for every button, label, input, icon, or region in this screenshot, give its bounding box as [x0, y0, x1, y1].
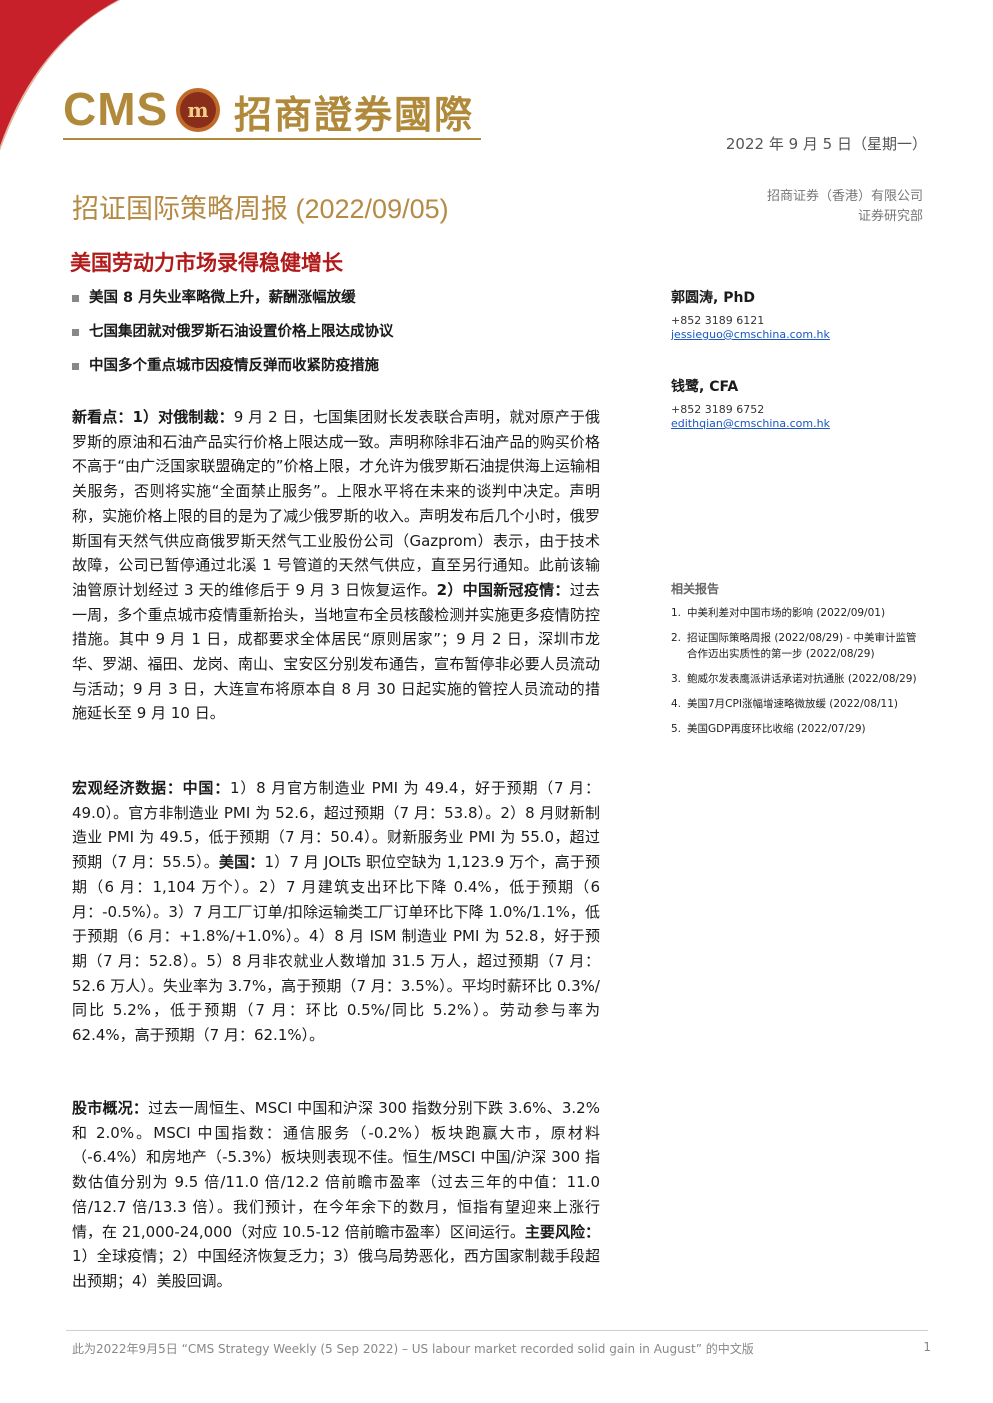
author-phone: +852 3189 6752: [671, 403, 765, 416]
related-report-item[interactable]: 5.美国GDP再度环比收缩 (2022/07/29): [671, 723, 866, 735]
bullet-square-icon: [72, 295, 79, 302]
logo-chinese: 招商證券國際: [234, 93, 475, 137]
company-info: 招商证券（香港）有限公司 证券研究部: [767, 187, 923, 227]
related-report-item[interactable]: 1.中美利差对中国市场的影响 (2022/09/01): [671, 607, 886, 619]
logo-cms: CMS: [63, 83, 169, 135]
related-report-item[interactable]: 2.招证国际策略周报 (2022/08/29) - 中美审计监管合作迈出实质性的…: [671, 632, 917, 660]
corner-accent: [0, 0, 120, 150]
related-report-item[interactable]: 4.美国7月CPI涨幅增速略微放缓 (2022/08/11): [671, 698, 898, 710]
related-reports-list: 1.中美利差对中国市场的影响 (2022/09/01) 2.招证国际策略周报 (…: [671, 605, 921, 746]
us-label: 美国：: [218, 853, 265, 872]
risk-label: 主要风险：: [524, 1222, 600, 1241]
related-report-item[interactable]: 3.鲍威尔发表鹰派讲话承诺对抗通胀 (2022/08/29): [671, 673, 917, 685]
related-reports-title: 相关报告: [671, 582, 720, 596]
key-point: 中国多个重点城市因疫情反弹而收紧防疫措施: [72, 356, 632, 390]
market-paragraph: 股市概况：过去一周恒生、MSCI 中国和沪深 300 指数分别下跌 3.6%、3…: [72, 1099, 600, 1290]
svg-text:m: m: [187, 98, 208, 122]
key-points: 美国 8 月失业率略微上升，薪酬涨幅放缓 七国集团就对俄罗斯石油设置价格上限达成…: [72, 288, 632, 390]
logo-underline: [63, 138, 481, 140]
key-point: 美国 8 月失业率略微上升，薪酬涨幅放缓: [72, 288, 632, 322]
department-name: 证券研究部: [857, 209, 923, 224]
logo-badge-icon: m: [176, 88, 220, 132]
covid-label: 2）中国新冠疫情：: [436, 580, 570, 599]
footer-divider: [66, 1330, 928, 1331]
page-number: 1: [923, 1340, 931, 1354]
bullet-square-icon: [72, 329, 79, 336]
author-email-link[interactable]: edithqian@cmschina.com.hk: [671, 417, 830, 430]
bullet-square-icon: [72, 363, 79, 370]
key-point: 七国集团就对俄罗斯石油设置价格上限达成协议: [72, 322, 632, 356]
market-label: 股市概况：: [72, 1099, 149, 1117]
news-label: 新看点：1）对俄制裁：: [72, 408, 234, 426]
headline: 美国劳动力市场录得稳健增长: [70, 251, 343, 275]
report-date: 2022 年 9 月 5 日（星期一）: [725, 135, 927, 153]
report-title: 招证国际策略周报 (2022/09/05): [72, 194, 449, 224]
macro-paragraph: 宏观经济数据：中国：1）8 月官方制造业 PMI 为 49.4，好于预期（7 月…: [72, 779, 600, 1045]
author-name: 钱鹭, CFA: [671, 379, 739, 395]
author-name: 郭圆涛, PhD: [671, 290, 756, 306]
macro-label: 宏观经济数据：中国：: [72, 779, 231, 797]
company-name: 招商证券（香港）有限公司: [766, 189, 923, 204]
author-phone: +852 3189 6121: [671, 314, 765, 327]
news-paragraph: 新看点：1）对俄制裁：9 月 2 日，七国集团财长发表联合声明，就对原产于俄罗斯…: [72, 408, 600, 723]
author-email-link[interactable]: jessieguo@cmschina.com.hk: [671, 328, 830, 341]
footer-note: 此为2022年9月5日 “CMS Strategy Weekly (5 Sep …: [72, 1342, 754, 1356]
